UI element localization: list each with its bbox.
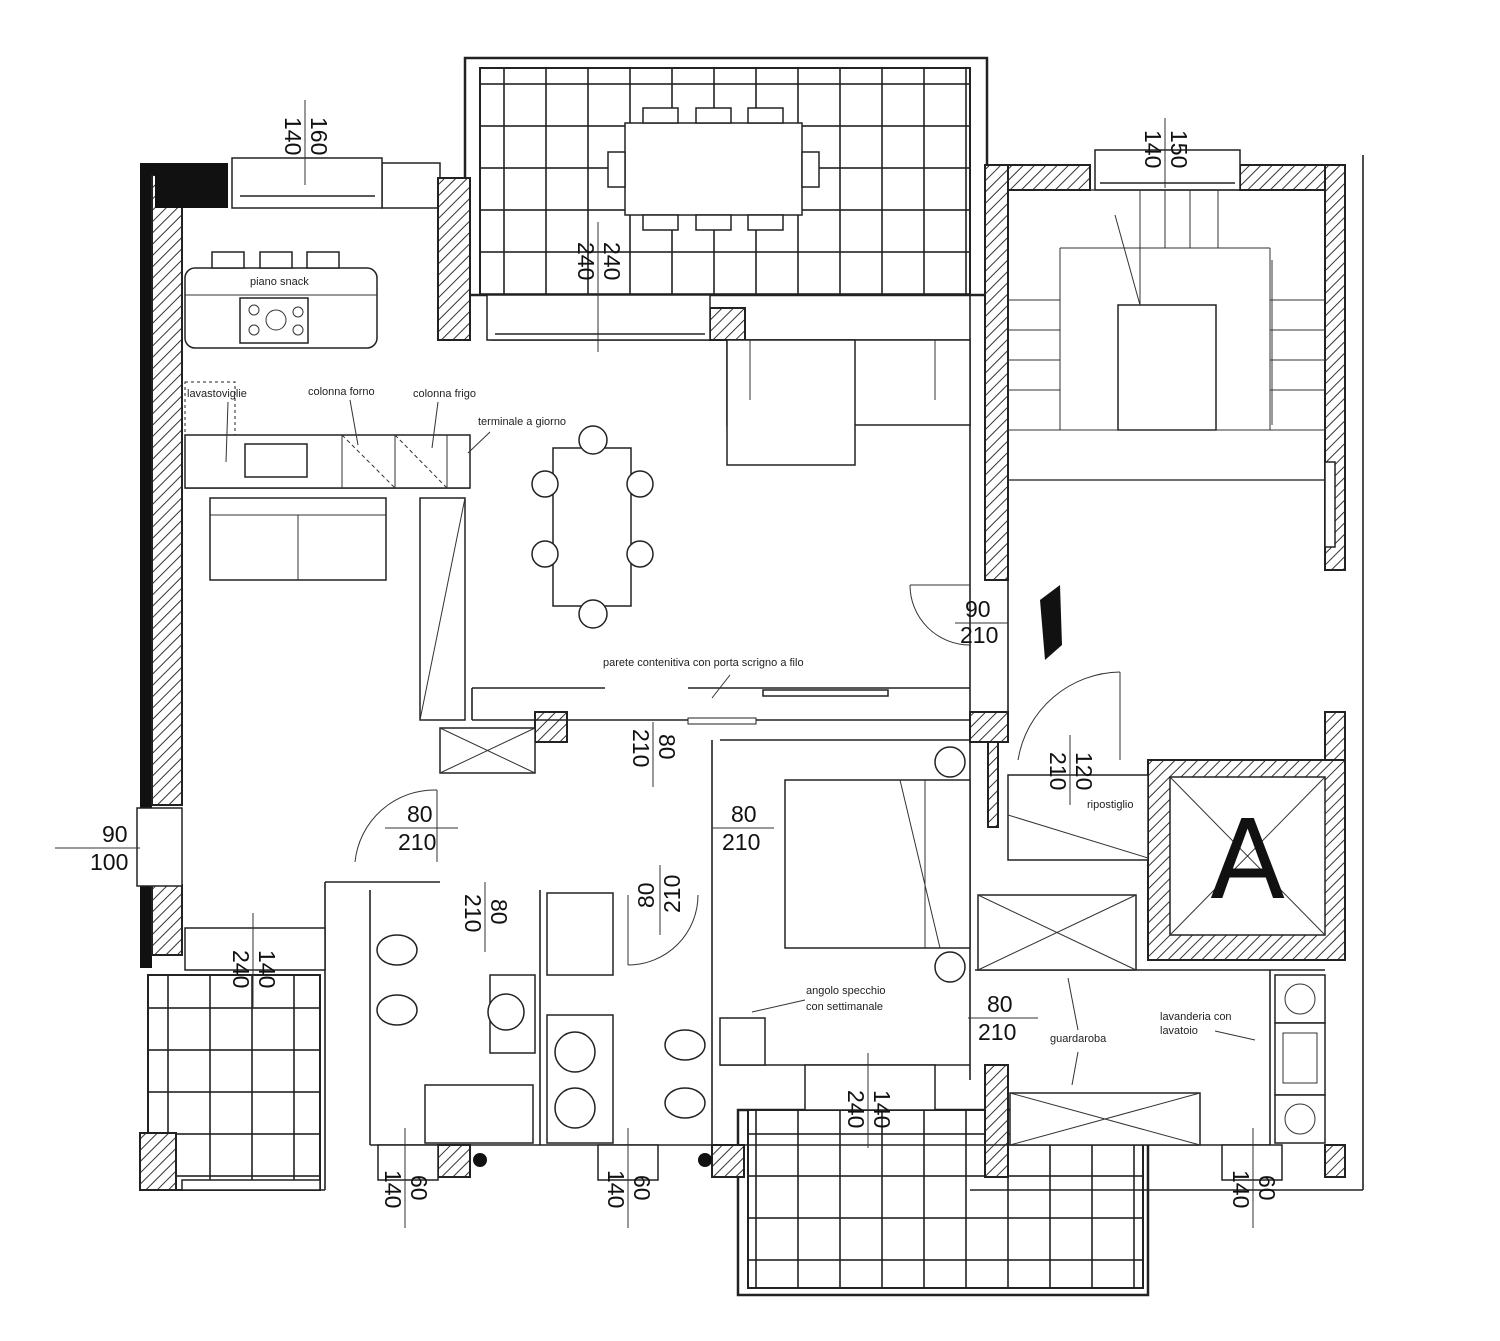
doors: [354, 584, 1121, 966]
svg-text:140: 140: [380, 1170, 406, 1208]
svg-text:140: 140: [869, 1090, 895, 1128]
sink-icon: [244, 443, 308, 478]
svg-text:140: 140: [1140, 130, 1166, 168]
svg-text:240: 240: [599, 242, 625, 280]
label-lavastoviglie: lavastoviglie: [187, 388, 247, 400]
bed: [784, 779, 971, 949]
svg-text:90: 90: [965, 596, 991, 622]
label-angolo-1: angolo specchio: [806, 985, 886, 997]
washing-machine: [1274, 974, 1326, 1024]
kitchen: piano snack lavastoviglie colonna forno …: [184, 251, 566, 721]
svg-text:140: 140: [1228, 1170, 1254, 1208]
svg-text:140: 140: [254, 950, 280, 988]
label-lavanderia-1: lavanderia con: [1160, 1011, 1232, 1023]
svg-text:80: 80: [654, 734, 680, 760]
staircase: [1007, 189, 1336, 660]
label-ripostiglio: ripostiglio: [1087, 799, 1133, 811]
label-angolo-2: con settimanale: [806, 1001, 883, 1013]
elevator-mark: A: [1210, 796, 1285, 924]
top-terrace: [463, 56, 989, 297]
svg-text:210: 210: [628, 729, 654, 767]
svg-text:80: 80: [486, 899, 512, 925]
svg-text:80: 80: [407, 801, 433, 827]
bathtub: [424, 1084, 534, 1144]
svg-text:60: 60: [1254, 1175, 1280, 1201]
label-colonna-forno: colonna forno: [308, 386, 375, 398]
fixtures: angolo specchio con settimanale ripostig…: [376, 727, 1326, 1167]
svg-text:100: 100: [90, 849, 128, 875]
bottom-left-balcony: [139, 974, 321, 1191]
svg-text:240: 240: [843, 1090, 869, 1128]
svg-text:90: 90: [102, 821, 128, 847]
svg-text:210: 210: [460, 894, 486, 932]
entrance-arrow-icon: [1040, 585, 1062, 660]
svg-text:140: 140: [280, 117, 306, 155]
svg-text:140: 140: [603, 1170, 629, 1208]
svg-text:80: 80: [633, 882, 659, 908]
label-colonna-frigo: colonna frigo: [413, 388, 476, 400]
svg-text:240: 240: [228, 950, 254, 988]
svg-text:210: 210: [398, 829, 436, 855]
svg-text:210: 210: [978, 1019, 1016, 1045]
svg-text:240: 240: [573, 242, 599, 280]
windows: [136, 149, 1283, 1191]
label-lavanderia-2: lavatoio: [1160, 1025, 1198, 1037]
svg-text:210: 210: [659, 875, 685, 913]
label-terminale: terminale a giorno: [478, 416, 566, 428]
label-piano-snack: piano snack: [250, 276, 309, 288]
svg-text:210: 210: [1045, 752, 1071, 790]
shower: [546, 892, 614, 976]
dim-label: 160240140: [280, 100, 332, 185]
svg-text:80: 80: [731, 801, 757, 827]
cooktop-icon: [239, 297, 309, 344]
svg-text:210: 210: [722, 829, 760, 855]
svg-text:80: 80: [987, 991, 1013, 1017]
svg-text:210: 210: [960, 622, 998, 648]
svg-text:120: 120: [1071, 752, 1097, 790]
label-parete: parete contenitiva con porta scrigno a f…: [603, 657, 804, 669]
svg-text:60: 60: [406, 1175, 432, 1201]
dryer: [1274, 1094, 1326, 1144]
living: parete contenitiva con porta scrigno a f…: [531, 339, 971, 725]
walls: A: [140, 155, 1364, 1191]
terrace-table: [624, 122, 803, 216]
svg-text:150: 150: [1166, 130, 1192, 168]
dining-table: [552, 447, 632, 607]
label-guardaroba: guardaroba: [1050, 1033, 1107, 1045]
svg-text:160: 160: [306, 117, 332, 155]
svg-text:60: 60: [629, 1175, 655, 1201]
